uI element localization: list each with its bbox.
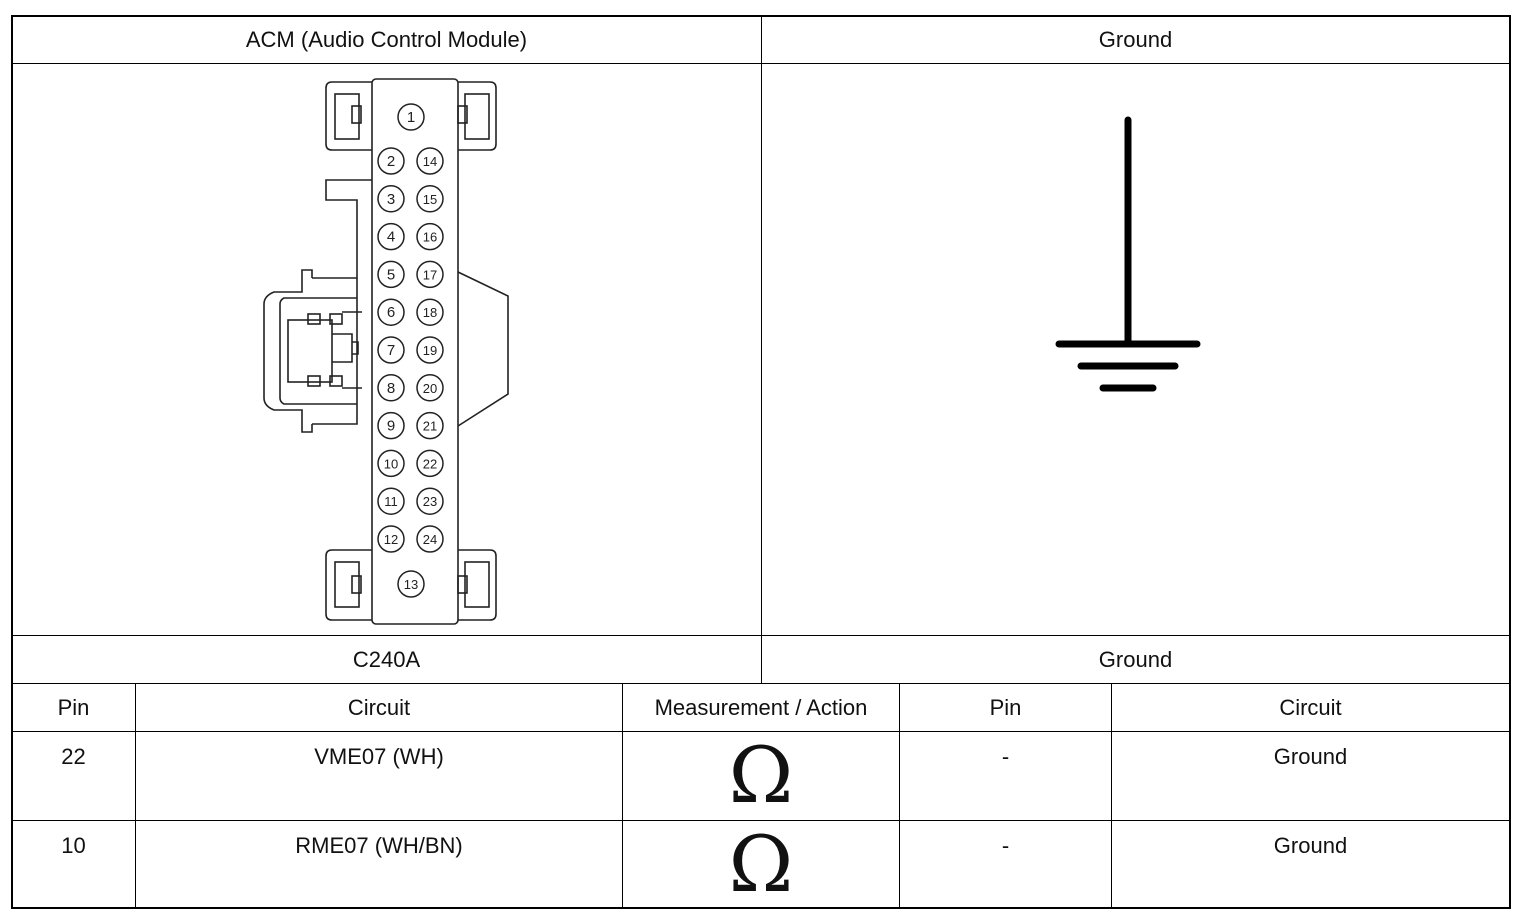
ohm-icon: Ω [728, 731, 794, 821]
column-header-measurement: Measurement / Action [654, 694, 868, 720]
pin-18: 18 [416, 298, 444, 326]
svg-text:6: 6 [387, 304, 395, 321]
row-circuit-2: Ground [1273, 833, 1348, 858]
row-circuit: VME07 (WH) [314, 744, 444, 769]
row-pin: 10 [61, 833, 86, 858]
column-header-circuit-2: Circuit [1279, 694, 1342, 720]
svg-text:4: 4 [387, 229, 395, 246]
pin-10: 10 [377, 449, 405, 478]
pin-23: 23 [416, 487, 444, 515]
svg-text:10: 10 [384, 456, 398, 471]
svg-text:19: 19 [423, 343, 437, 358]
row-circuit: RME07 (WH/BN) [295, 833, 463, 858]
ground-title: Ground [1098, 27, 1173, 52]
divider [11, 731, 1511, 732]
divider [11, 820, 1511, 821]
svg-text:8: 8 [387, 380, 395, 397]
divider [761, 15, 762, 684]
pin-11: 11 [377, 487, 405, 515]
pin-9: 9 [377, 411, 405, 440]
pin-21: 21 [416, 411, 444, 440]
svg-text:17: 17 [423, 267, 437, 282]
svg-text:7: 7 [387, 342, 395, 359]
svg-text:11: 11 [384, 494, 398, 509]
ground-symbol-icon [1055, 116, 1201, 392]
svg-text:21: 21 [423, 419, 437, 434]
svg-text:3: 3 [387, 191, 395, 208]
pin-2: 2 [377, 147, 405, 175]
row-circuit-2: Ground [1273, 744, 1348, 769]
column-header-pin: Pin [57, 694, 90, 720]
svg-text:5: 5 [387, 266, 395, 283]
pin-8: 8 [377, 374, 405, 402]
svg-text:20: 20 [423, 381, 437, 396]
column-header-circuit: Circuit [347, 694, 411, 720]
pin-15: 15 [416, 185, 444, 213]
connector-module-title: ACM (Audio Control Module) [245, 27, 528, 52]
pin-17: 17 [416, 260, 444, 289]
pin-14: 14 [416, 147, 444, 175]
pin-12: 12 [377, 525, 405, 553]
pin-6: 6 [377, 298, 405, 326]
row-pin-2: - [1001, 833, 1010, 858]
svg-text:15: 15 [423, 192, 437, 207]
svg-text:23: 23 [423, 494, 437, 509]
svg-text:1: 1 [407, 109, 415, 126]
svg-text:13: 13 [404, 577, 418, 592]
divider [622, 683, 623, 908]
divider [1111, 683, 1112, 908]
pin-5: 5 [377, 260, 405, 289]
svg-text:9: 9 [387, 418, 395, 435]
svg-text:2: 2 [387, 153, 395, 170]
ground-label: Ground [1098, 646, 1173, 672]
pin-1: 1 [397, 103, 425, 131]
pin-24: 24 [416, 525, 444, 553]
connector-id-label: C240A [352, 646, 421, 672]
svg-text:18: 18 [423, 305, 437, 320]
pin-22: 22 [416, 449, 444, 478]
svg-text:14: 14 [423, 154, 437, 169]
pin-7: 7 [377, 336, 405, 364]
pin-20: 20 [416, 374, 444, 402]
pin-3: 3 [377, 185, 405, 213]
svg-text:22: 22 [423, 456, 437, 471]
pin-16: 16 [416, 222, 444, 251]
pin-4: 4 [377, 222, 405, 251]
column-header-pin-2: Pin [989, 694, 1022, 720]
svg-text:24: 24 [423, 532, 437, 547]
svg-text:16: 16 [423, 230, 437, 245]
divider [899, 683, 900, 908]
svg-text:12: 12 [384, 532, 398, 547]
row-pin: 22 [61, 744, 86, 769]
ohm-icon: Ω [728, 820, 794, 910]
pin-13: 13 [397, 570, 425, 598]
divider [135, 683, 136, 908]
row-pin-2: - [1001, 744, 1010, 769]
pin-19: 19 [416, 336, 444, 364]
